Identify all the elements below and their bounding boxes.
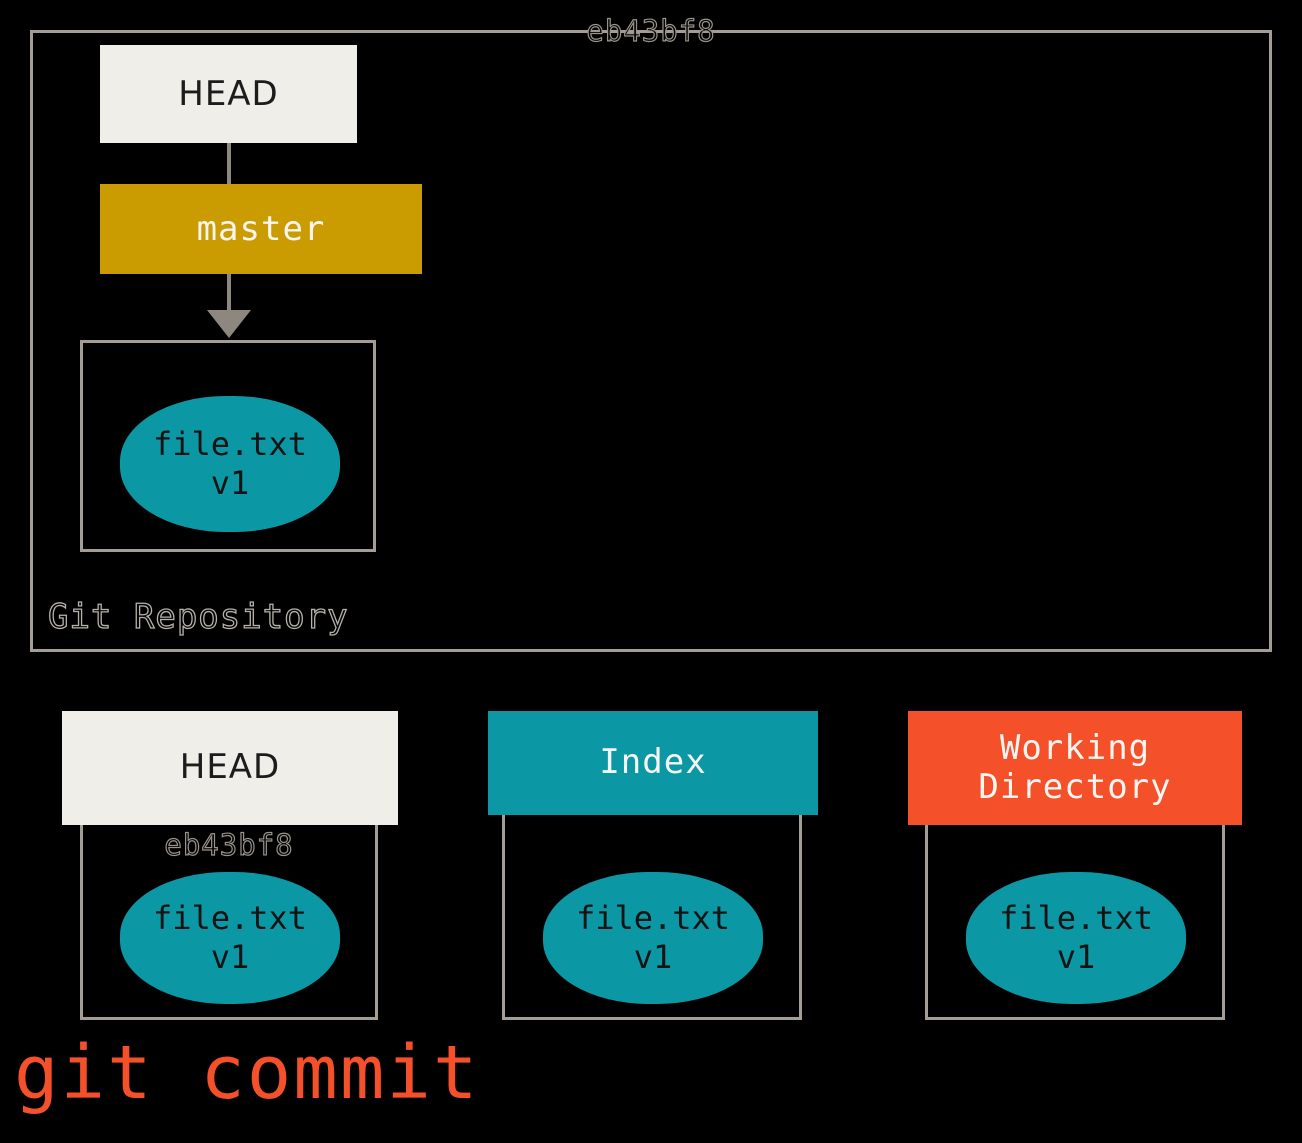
index-area-file-name: file.txt: [575, 898, 731, 937]
working-directory-header-line2: Directory: [978, 767, 1172, 807]
index-area-file-version: v1: [633, 938, 673, 976]
repo-commit-hash: eb43bf8: [586, 13, 716, 48]
head-area-header-label: HEAD: [179, 747, 281, 788]
working-directory-area-header: Working Directory: [908, 711, 1242, 825]
head-area-header: HEAD: [62, 711, 398, 825]
head-area-file-version: v1: [210, 938, 250, 976]
repo-commit-file-version: v1: [210, 464, 250, 502]
head-area-file-blob: file.txt v1: [120, 872, 340, 1004]
git-repository-frame: [30, 30, 1272, 652]
repo-commit-frame: [80, 340, 376, 552]
head-area-file-name: file.txt: [152, 898, 308, 937]
working-directory-file-version: v1: [1056, 938, 1096, 976]
connector-head-to-master: [227, 143, 231, 185]
repo-head-ref-label: HEAD: [178, 73, 279, 114]
index-area-header: Index: [488, 711, 818, 815]
working-directory-area-header-label: Working Directory: [978, 727, 1172, 808]
repo-head-ref-box: HEAD: [100, 45, 357, 143]
repo-branch-ref-label: master: [196, 208, 326, 249]
working-directory-file-name: file.txt: [998, 898, 1154, 937]
index-area-file-blob: file.txt v1: [543, 872, 763, 1004]
index-area-header-label: Index: [599, 742, 707, 783]
repo-commit-file-name: file.txt: [152, 424, 308, 463]
git-repository-label: Git Repository: [47, 597, 349, 637]
command-caption: git commit: [14, 1030, 480, 1116]
repo-branch-ref-box: master: [100, 184, 422, 274]
working-directory-header-line1: Working: [999, 727, 1151, 768]
repo-commit-file-blob: file.txt v1: [120, 396, 340, 532]
connector-master-to-commit-line: [227, 274, 231, 314]
working-directory-area-file-blob: file.txt v1: [966, 872, 1186, 1004]
arrowhead-down-icon: [207, 310, 251, 338]
head-area-hash: eb43bf8: [164, 827, 294, 862]
